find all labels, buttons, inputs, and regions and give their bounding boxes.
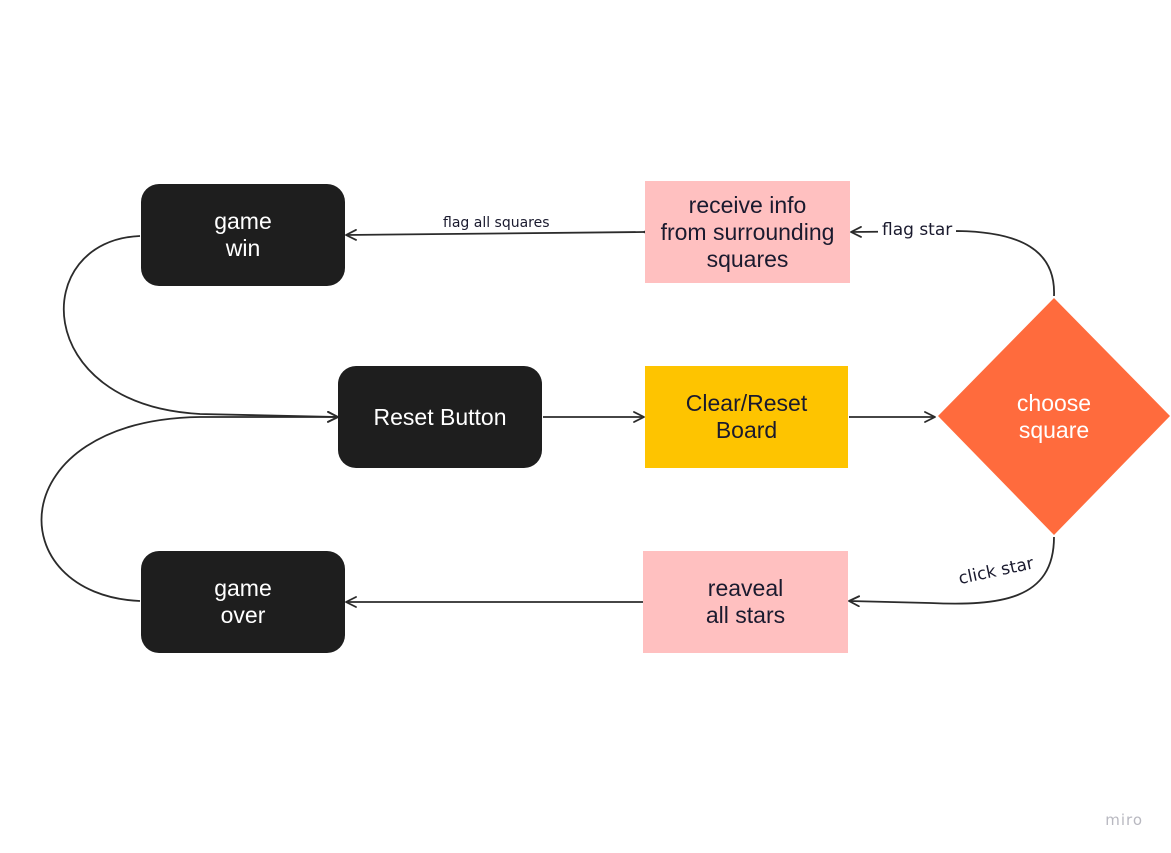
- edge-game-win-to-reset: [62, 235, 339, 423]
- node-receive-info[interactable]: receive info from surrounding squares: [645, 181, 850, 283]
- edge-click-star: [848, 536, 1055, 608]
- choose-square-diamond[interactable]: [938, 298, 1170, 535]
- node-choose-square-label: choose square: [1016, 390, 1092, 443]
- edge-flag-star: [850, 226, 1055, 297]
- node-reset-button[interactable]: Reset Button: [338, 366, 542, 468]
- node-clear-reset-board[interactable]: Clear/Reset Board: [645, 366, 848, 468]
- edge-game-over-to-reset: [40, 411, 339, 602]
- miro-watermark: miro: [1105, 811, 1143, 829]
- edge-label-flag-star: flag star: [878, 220, 957, 241]
- edge-label-flag-all-squares: flag all squares: [439, 214, 554, 232]
- node-reveal-all-stars[interactable]: reaveal all stars: [643, 551, 848, 653]
- node-game-over[interactable]: game over: [141, 551, 345, 653]
- edge-flag-all-squares: [345, 225, 655, 241]
- node-game-win[interactable]: game win: [141, 184, 345, 286]
